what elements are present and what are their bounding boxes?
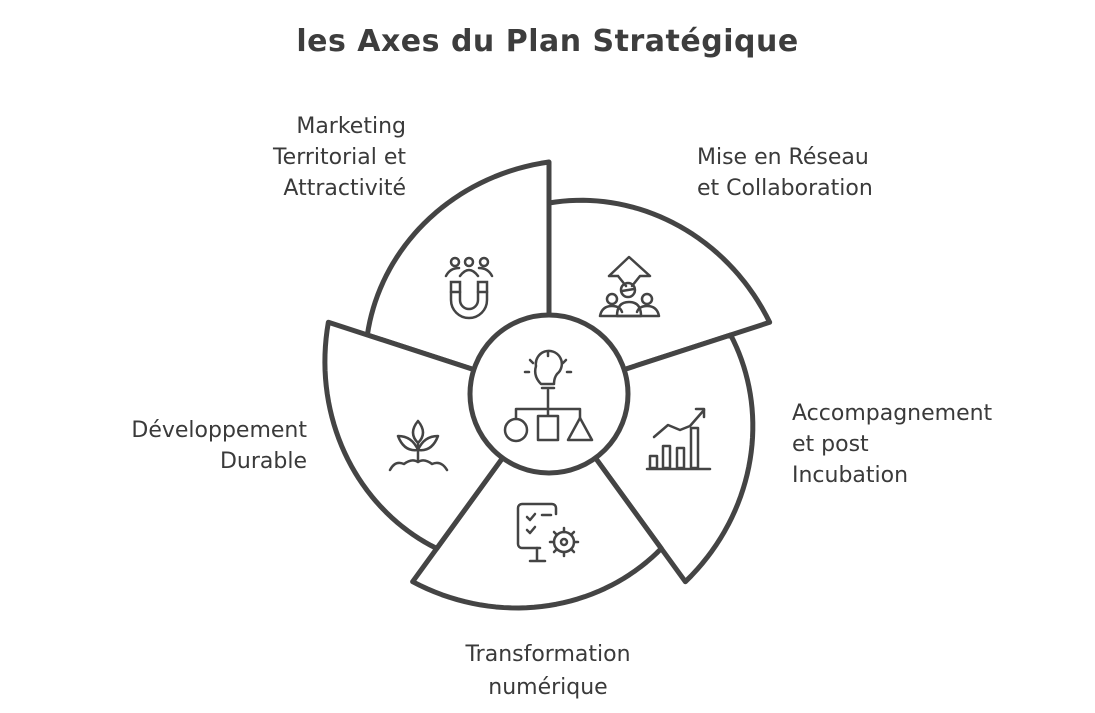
segment-accompagnement [592,332,756,585]
label-line: et post [792,432,869,457]
strategy-idea-icon [503,349,594,443]
label-developpement: Développement Durable [60,415,307,477]
label-line: Mise en Réseau [697,145,869,170]
label-line: Marketing [296,114,406,139]
network-growth-icon [598,255,661,318]
diagram-title: les Axes du Plan Stratégique [296,24,799,59]
label-line: Durable [219,449,307,474]
label-accompagnement: Accompagnement et post Incubation [792,398,992,491]
people-magnet-icon [444,256,494,320]
growth-chart-icon [645,407,712,471]
monitor-gear-icon [516,502,580,563]
label-line: Développement [131,418,307,443]
plant-sprout-icon [388,419,449,472]
label-marketing: Marketing Territorial et Attractivité [196,111,406,204]
segment-transformation [410,455,664,611]
label-line: Territorial et [272,145,406,170]
label-line: et Collaboration [697,176,873,201]
label-line: Attractivité [283,176,406,201]
label-reseau: Mise en Réseau et Collaboration [697,142,873,204]
label-line: Incubation [792,463,909,488]
label-transformation: Transformation numérique [398,638,698,704]
segment-reseau [546,197,773,373]
label-line: numérique [488,675,608,700]
label-line: Transformation [465,642,631,667]
label-line: Accompagnement [792,401,993,426]
